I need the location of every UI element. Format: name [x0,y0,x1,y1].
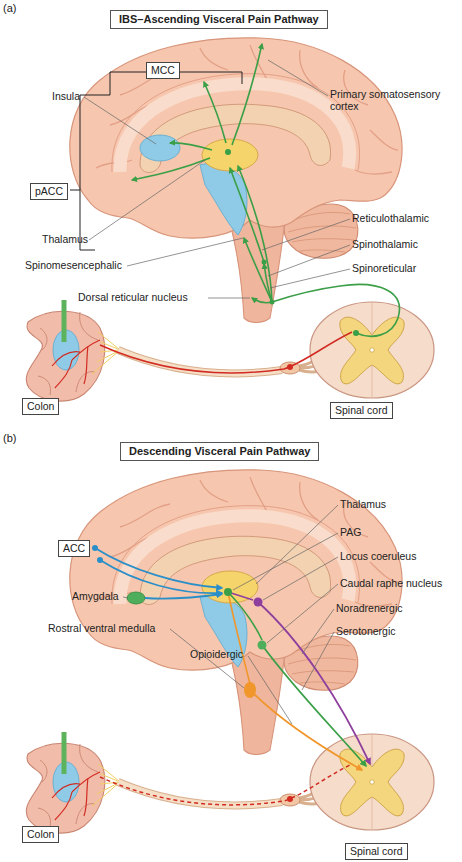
structure-label: PAG [340,526,361,538]
thalamic-projection [170,143,212,150]
thalamic-projection [232,44,262,145]
structure-label: Spinomesencephalic [25,259,122,271]
leader-line [127,238,243,266]
structure-label: Spinoreticular [352,262,416,274]
descending-tract [228,592,250,684]
structure-label: Reticulothalamic [352,212,429,224]
box-text: Colon [27,828,54,841]
structure-label: Primary somatosensory cortex [330,88,450,112]
box-text: Colon [27,400,54,413]
leader-line [84,97,156,144]
leader-lines-a [84,60,350,298]
relay-dot [270,300,275,305]
cortical-origin [92,545,98,551]
thalamic-projection [132,158,210,180]
leader-line [248,656,292,724]
relay-dot [225,149,231,155]
raphe-nucleus [258,641,267,650]
descending-tract [100,560,222,593]
serotonergic-tract [262,645,366,766]
opioidergic-tract [250,690,362,770]
structure-label: Serotonergic [336,625,396,637]
ascending-tract [230,168,264,262]
locus-coeruleus-nucleus [254,598,263,607]
pacc-bracket [70,95,105,250]
leader-line [208,298,250,299]
leader-line [267,584,338,643]
leader-line [256,505,338,584]
leader-line [270,269,350,288]
region-box: ACC [58,540,90,557]
cortical-origin [97,557,103,563]
rvm-nucleus [244,682,256,698]
box-text: IBS–Ascending Visceral Pain Pathway [119,13,319,26]
organ-box: Spinal cord [345,843,408,860]
box-text: Descending Visceral Pain Pathway [129,445,310,458]
insula-region [140,135,180,161]
panel-letter: (a) [3,2,16,15]
afferent-neuron [100,332,352,373]
box-text: ACC [63,542,85,555]
box-text: Spinal cord [350,845,403,858]
organ-box: Colon [22,398,59,415]
leader-line [268,245,350,276]
region-box: pACC [30,183,68,200]
leader-line [89,160,205,240]
structure-label: Thalamus [42,233,88,245]
box-text: MCC [151,64,175,77]
structure-label: Opioidergic [190,648,243,660]
leader-line [170,629,244,688]
leader-line [262,219,350,250]
thalamic-projection [204,82,226,143]
ascending-tract [272,284,399,336]
organ-box: Colon [22,826,59,843]
ganglion-cell [287,796,293,802]
relay-dots [225,149,275,305]
leader-line [302,609,334,654]
structure-label: Rostral ventral medulla [48,622,155,634]
region-box: MCC [146,62,180,79]
leader-line [268,60,328,96]
relay-dot [262,260,267,265]
box-text: Spinal cord [335,404,388,417]
structure-label: Amygdala [72,590,119,602]
leader-line [123,597,128,598]
panel-title: Descending Visceral Pain Pathway [120,442,319,461]
ganglion-cell [287,364,293,370]
leader-line [233,533,338,590]
descending-tract [145,594,222,599]
pag-nucleus [224,588,232,596]
panel-letter: (b) [3,432,16,445]
structure-label: Caudal raphe nucleus [340,577,442,589]
leader-line [302,632,334,690]
structure-label: Spinothalamic [352,238,418,250]
panel-title: IBS–Ascending Visceral Pain Pathway [110,10,328,29]
structure-label: Locus coeruleus [340,550,416,562]
ascending-tract [252,298,272,303]
structure-label: Noradrenergic [336,602,403,614]
anatomy-panel-b [26,470,434,833]
structure-label: Dorsal reticular nucleus [78,291,188,303]
structure-label: Insula [52,90,80,102]
afferent-neuron-dashed [100,764,352,805]
amygdala-shape [127,592,145,604]
organ-box: Spinal cord [330,402,393,419]
box-text: pACC [35,185,63,198]
leader-lines-b [123,505,338,724]
structure-label: Thalamus [340,498,386,510]
